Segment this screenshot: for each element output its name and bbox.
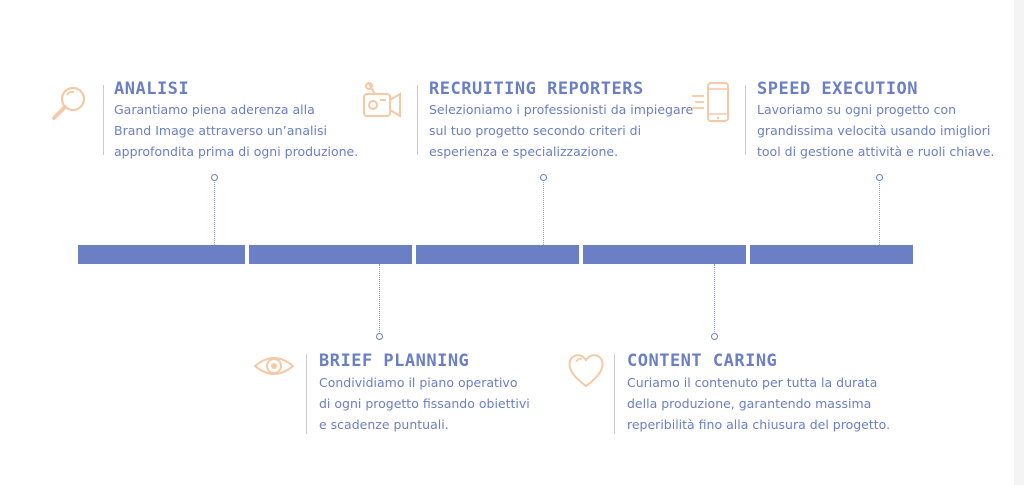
fast-phone-icon <box>692 82 729 122</box>
timeline-segment-4 <box>583 245 746 264</box>
magnifier-icon <box>52 86 86 120</box>
step-description: Selezioniamo i professionisti da impiega… <box>429 102 694 159</box>
timeline-segment-3 <box>416 245 579 264</box>
timeline-connector <box>379 264 380 332</box>
timeline-marker <box>540 174 547 181</box>
step-divider <box>306 354 307 434</box>
step-divider <box>417 85 418 155</box>
page-edge <box>1014 0 1024 485</box>
timeline-segment-5 <box>750 245 913 264</box>
step-title: CONTENT CARING <box>627 351 778 371</box>
heart-icon <box>568 354 604 388</box>
step-title: ANALISI <box>114 79 190 99</box>
step-title: RECRUITING REPORTERS <box>429 79 644 99</box>
step-divider <box>614 354 615 434</box>
step-description: Curiamo il contenuto per tutta la durata… <box>627 375 891 432</box>
step-description: Lavoriamo su ogni progetto con grandissi… <box>757 102 995 159</box>
timeline-connector <box>543 182 544 245</box>
timeline-marker <box>711 333 718 340</box>
timeline-connector <box>214 182 215 245</box>
step-title: BRIEF PLANNING <box>319 351 470 371</box>
eye-icon <box>253 357 295 375</box>
timeline-segment-2 <box>249 245 412 264</box>
timeline-connector <box>879 182 880 245</box>
timeline-marker <box>376 333 383 340</box>
timeline-connector <box>714 264 715 332</box>
step-divider <box>745 85 746 155</box>
timeline-segment-1 <box>78 245 245 264</box>
video-camera-icon <box>363 82 401 118</box>
step-description: Garantiamo piena aderenza alla Brand Ima… <box>114 102 359 159</box>
step-description: Condividiamo il piano operativo di ogni … <box>319 375 530 432</box>
step-title: SPEED EXECUTION <box>757 79 919 99</box>
step-divider <box>103 85 104 155</box>
timeline-marker <box>876 174 883 181</box>
timeline-marker <box>211 174 218 181</box>
